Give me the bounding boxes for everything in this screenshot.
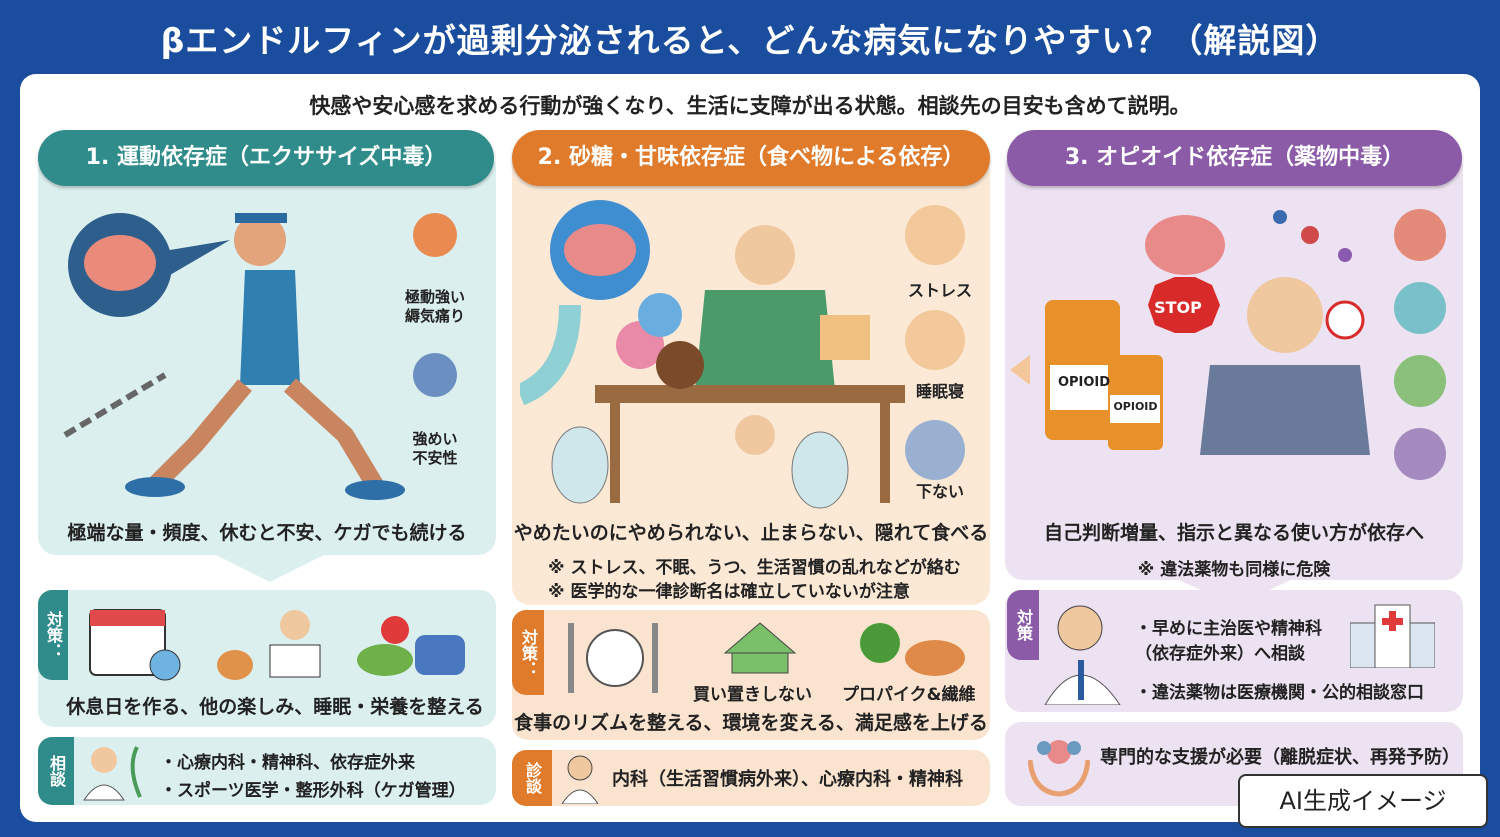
countermeasure-line-2: ・違法薬物は医療機関・公的相談窓口 [1135, 683, 1424, 703]
section-3-note-1: ※ 違法薬物も同様に危険 [1137, 560, 1331, 580]
table [595, 385, 905, 403]
section-1-header: 1. 運動依存症（エクササイズ中毒） [38, 130, 494, 186]
section-2-header: 2. 砂糖・甘味依存症（食べ物による依存） [512, 130, 990, 186]
subtitle: 快感や安心感を求める行動が強くなり、生活に支障が出る状態。相談先の目安も含めて説… [309, 94, 1191, 118]
doctor-thumbs-up-icon [1044, 605, 1121, 705]
side-label-down: 下ない [915, 482, 964, 501]
distressed-person [1247, 277, 1323, 353]
side-label-stress: ストレス [907, 281, 972, 300]
section-2-note-1: ※ ストレス、不眠、うつ、生活習慣の乱れなどが絡む [548, 558, 961, 578]
opioid-illustration [1010, 209, 1446, 480]
consult-line-1: ・心療内科・精神科、依存症外来 [160, 753, 415, 773]
x-mark-icon [1325, 300, 1365, 340]
hiding-person [735, 415, 775, 455]
countermeasure-item-no-stock: 買い置きしない [693, 685, 812, 705]
section-1-arrow [210, 552, 330, 582]
consult-line-1: 内科（生活習慣病外来）、心療内科・精神科 [612, 769, 963, 790]
side-label-pain: 極動強い 縟気痛り [404, 288, 465, 325]
opioid-label-2: OPIOID [1113, 400, 1158, 413]
sugar-illustration [520, 200, 965, 509]
knife-icon [652, 623, 658, 693]
chicken-icon [905, 640, 965, 676]
stress-face [905, 205, 965, 265]
support-text: 専門的な支援が必要（離脱症状、再発予防） [1100, 747, 1460, 768]
guitar-icon [217, 650, 253, 680]
salad-icon [357, 644, 413, 676]
plate-icon [586, 629, 644, 687]
opioid-label-1: OPIOID [1057, 375, 1111, 390]
section-2-caption: やめたいのにやめられない、止まらない、隠れて食べる [513, 522, 989, 544]
countermeasure-tag: 対策： [38, 590, 68, 680]
molecule-icon [1301, 226, 1319, 244]
consult-tag: 診談 [512, 750, 552, 806]
section-2-countermeasure: 食事のリズムを整える、環境を変える、満足感を上げる [514, 712, 988, 734]
section-1-caption: 極端な量・頻度、休むと不安、ケガでも続ける [67, 522, 467, 544]
cookie-jar [551, 426, 609, 504]
brain-icon [1145, 215, 1225, 275]
countermeasure-line-1: ・早めに主治医や精神科 （依存症外来）へ相談 [1135, 619, 1322, 664]
section-2-note-2: ※ 医学的な一律診断名は確立していないが注意 [548, 582, 910, 602]
cannabis-icon [1394, 209, 1446, 261]
doctor-icon [561, 755, 599, 804]
countermeasure-tag: 対策 [1007, 590, 1039, 660]
broccoli-icon [860, 623, 900, 663]
person-eating [735, 225, 795, 285]
down-face [905, 420, 965, 480]
side-label-sleep: 睡眠寝 [915, 382, 964, 401]
countermeasure-icons [568, 622, 965, 693]
clock-icon [149, 649, 181, 681]
ai-generated-badge: AI生成イメージ [1238, 774, 1488, 828]
section-1-countermeasure: 休息日を作る、他の楽しみ、睡眠・栄養を整える [66, 696, 484, 718]
hospital-icon [1350, 604, 1435, 668]
runner-illustration [63, 213, 457, 500]
cake-icon [820, 315, 870, 360]
flow-arrow [520, 304, 581, 406]
doctor-icon [83, 746, 142, 801]
page-title: βエンドルフィンが過剰分泌されると、どんな病気になりやすい？（解説図） [160, 21, 1340, 60]
side-label-anxiety: 強めい 不安性 [412, 430, 458, 467]
runner-head [234, 214, 286, 266]
section-3-header: 3. オピオイド依存症（薬物中毒） [1007, 130, 1462, 186]
countermeasure-tag: 対策： [512, 610, 544, 695]
fork-icon [568, 623, 574, 693]
insomnia-face [905, 310, 965, 370]
support-hands-icon [1028, 740, 1090, 797]
house-icon [723, 622, 797, 654]
consult-tag: 相談 [38, 737, 74, 805]
countermeasure-icons [89, 609, 465, 681]
section-3-caption: 自己判断増量、指示と異なる使い方が依存へ [1043, 522, 1424, 544]
reading-person-icon [280, 610, 310, 640]
pillow-icon [415, 635, 465, 675]
consult-line-2: ・スポーツ医学・整形外科（ケガ管理） [160, 781, 466, 801]
countermeasure-item-protein-fiber: プロパイク&繊維 [842, 685, 976, 705]
stop-sign [1148, 277, 1220, 333]
stop-label: STOP [1154, 298, 1202, 317]
chain-icon [63, 372, 167, 438]
